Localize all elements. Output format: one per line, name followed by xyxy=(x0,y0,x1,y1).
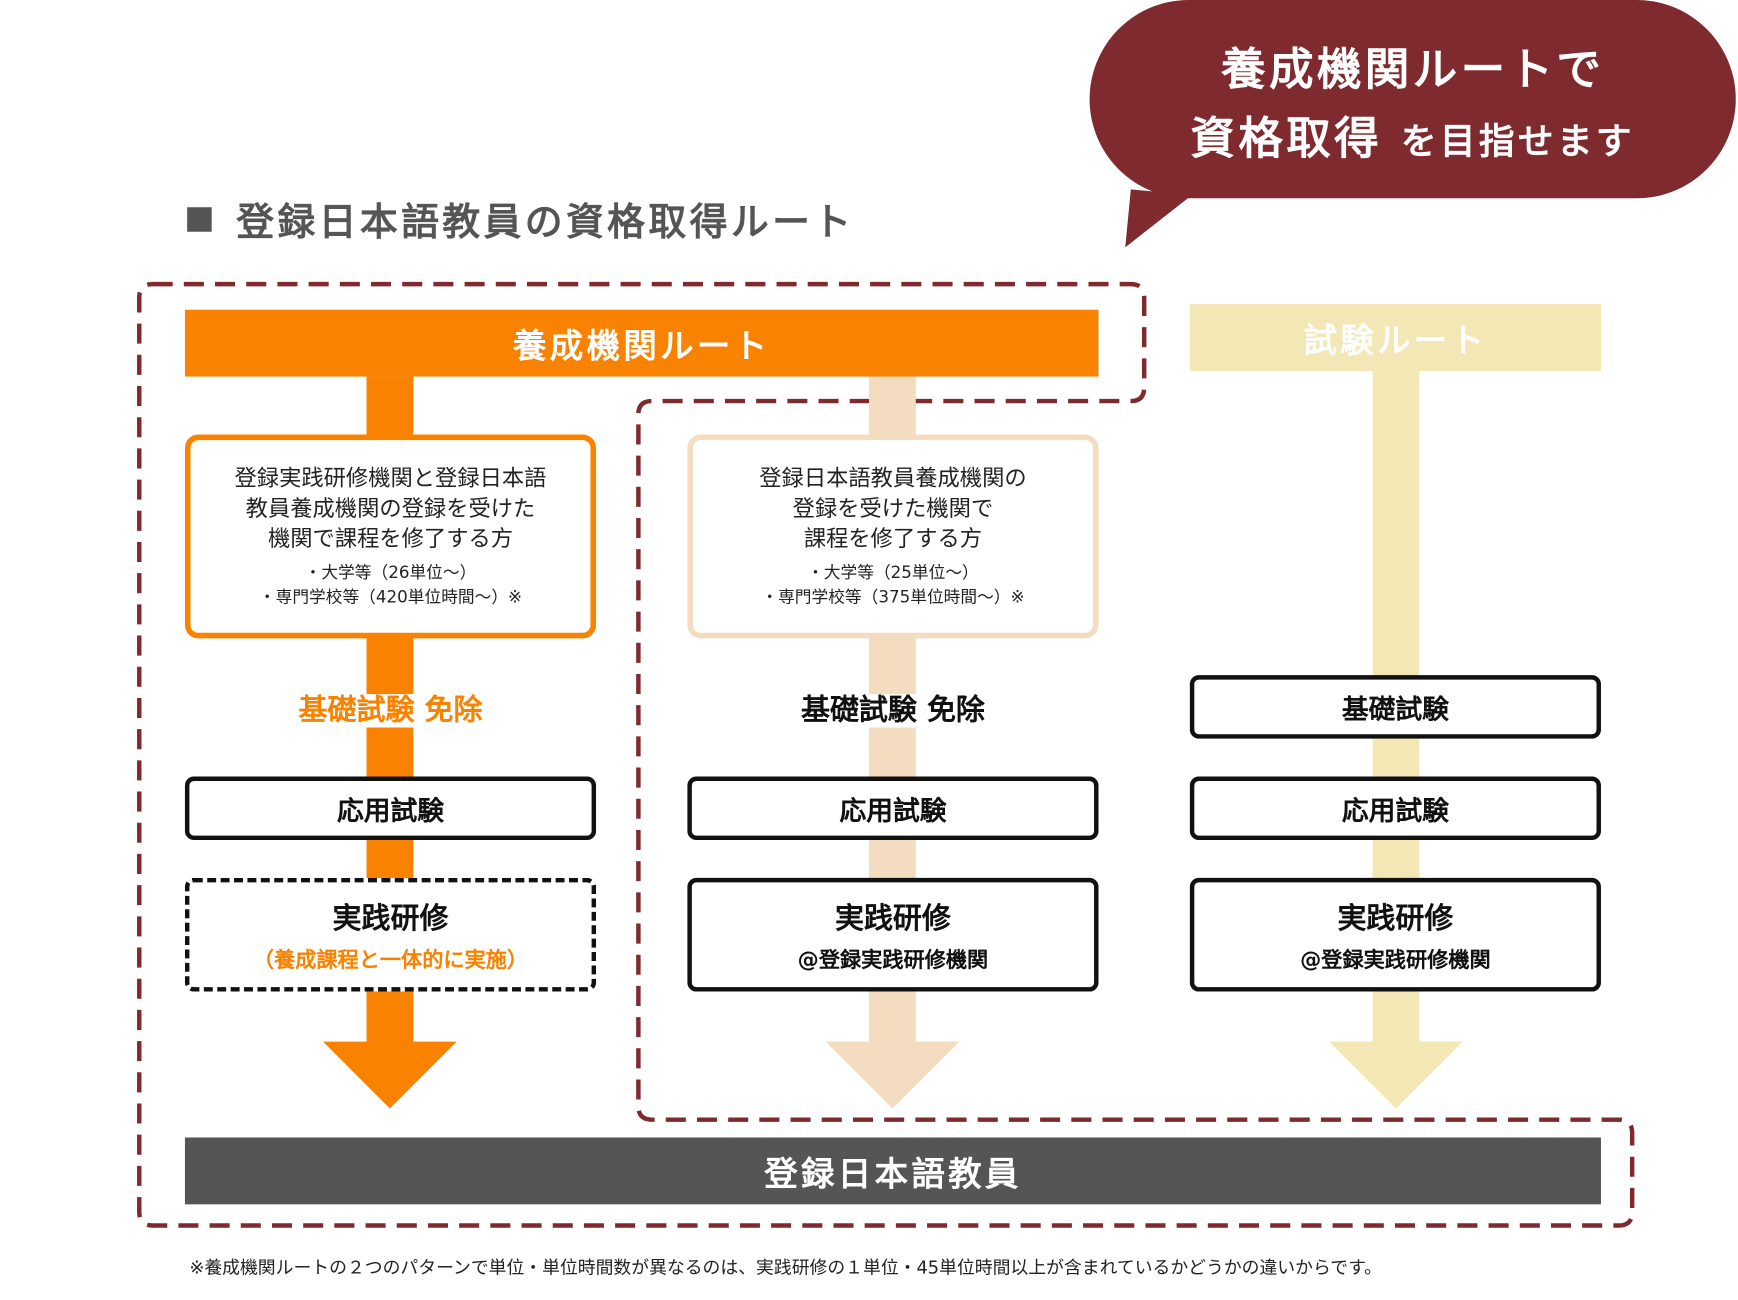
callout-bubble: 養成機関ルートで 資格取得 を目指せます xyxy=(1089,0,1736,199)
desc-line: 登録日本語教員養成機関の xyxy=(759,464,1027,492)
training-route-header: 養成機関ルート xyxy=(184,309,1099,377)
training-route-outline xyxy=(137,281,1635,1228)
sub-line: ・専門学校等（375単位時間～）※ xyxy=(761,587,1025,608)
practice-sub: （養成課程と一体的に実施） xyxy=(252,948,529,973)
col1-applied-exam: 応用試験 xyxy=(184,776,597,841)
bubble-suffix: を目指せます xyxy=(1400,120,1635,163)
desc-line: 課程を修了する方 xyxy=(803,524,983,552)
footnote: ※養成機関ルートの２つのパターンで単位・単位時間数が異なるのは、実践研修の１単位… xyxy=(189,1256,1382,1278)
bubble-line2: 資格取得 を目指せます xyxy=(1090,102,1736,167)
sub-line: ・大学等（25単位～） xyxy=(807,562,979,583)
col3-applied-exam: 応用試験 xyxy=(1189,776,1601,841)
practice-title: 実践研修 xyxy=(835,902,951,936)
col2-practical-training: 実践研修 @登録実践研修機関 xyxy=(687,877,1099,992)
desc-line: 教員養成機関の登録を受けた xyxy=(245,494,536,522)
practice-sub: @登録実践研修機関 xyxy=(1300,948,1491,973)
heading-text: 登録日本語教員の資格取得ルート xyxy=(236,200,855,246)
exam-route-header: 試験ルート xyxy=(1189,304,1601,371)
arrow-down-icon xyxy=(1329,1041,1463,1109)
basic-exempt-text: 基礎試験 免除 xyxy=(291,694,490,728)
section-heading: 登録日本語教員の資格取得ルート xyxy=(187,192,854,247)
practice-title: 実践研修 xyxy=(332,902,449,936)
col2-basic-exempt: 基礎試験 免除 xyxy=(687,687,1098,728)
arrow-down-icon xyxy=(323,1041,457,1109)
practice-sub: @登録実践研修機関 xyxy=(797,948,989,973)
sub-line: ・専門学校等（420単位時間～）※ xyxy=(258,587,523,608)
sub-line: ・大学等（26単位～） xyxy=(304,562,477,583)
practice-title: 実践研修 xyxy=(1337,902,1454,936)
square-bullet-icon xyxy=(187,206,212,232)
bubble-tail xyxy=(1125,189,1193,248)
result-bar: 登録日本語教員 xyxy=(184,1137,1601,1205)
arrow-down-icon xyxy=(825,1041,960,1109)
desc-line: 登録を受けた機関で xyxy=(792,494,994,522)
desc-line: 機関で課程を修了する方 xyxy=(267,524,514,552)
col3-basic-exam: 基礎試験 xyxy=(1189,675,1601,739)
bubble-line1: 養成機関ルートで xyxy=(1221,44,1605,96)
col1-basic-exempt: 基礎試験 免除 xyxy=(185,687,596,728)
col2-applied-exam: 応用試験 xyxy=(687,776,1099,841)
col1-practical-training: 実践研修 （養成課程と一体的に実施） xyxy=(184,877,597,992)
basic-exempt-text: 基礎試験 免除 xyxy=(794,694,992,728)
desc-line: 登録実践研修機関と登録日本語 xyxy=(234,464,547,492)
bubble-emphasis: 資格取得 xyxy=(1190,113,1383,165)
col1-description-box: 登録実践研修機関と登録日本語教員養成機関の登録を受けた機関で課程を修了する方 ・… xyxy=(184,434,597,639)
col3-practical-training: 実践研修 @登録実践研修機関 xyxy=(1189,877,1601,992)
col2-description-box: 登録日本語教員養成機関の登録を受けた機関で課程を修了する方 ・大学等（25単位～… xyxy=(687,434,1099,639)
